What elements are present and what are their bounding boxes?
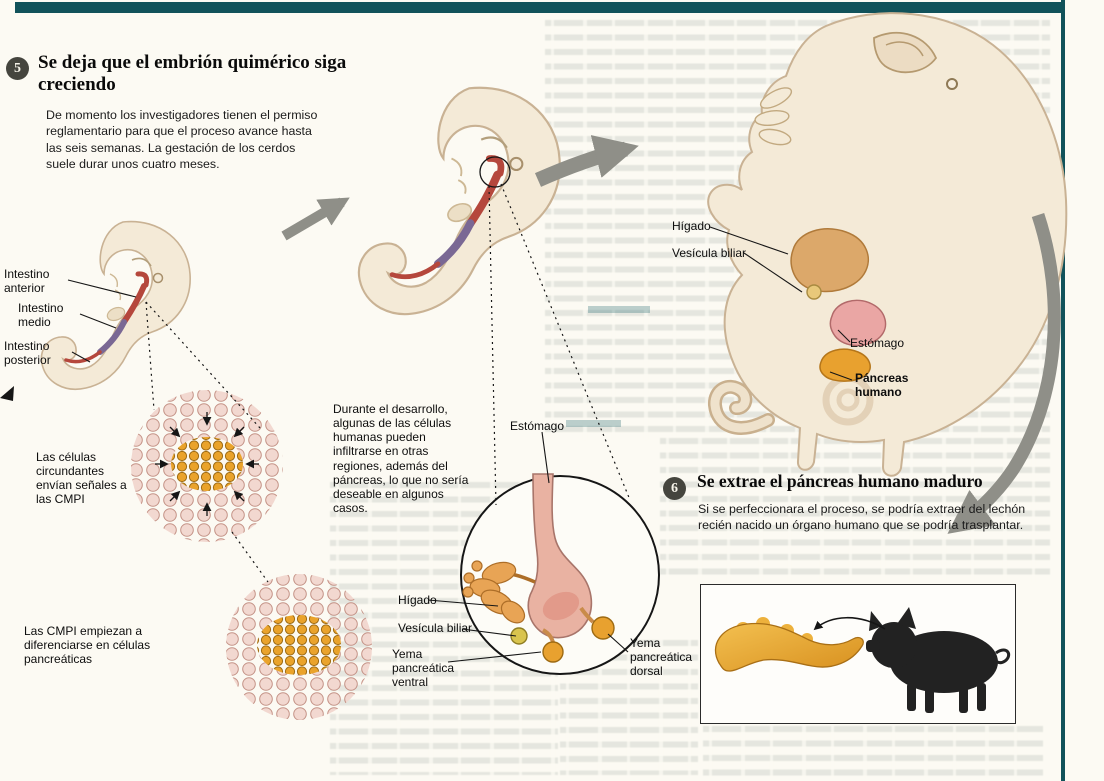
cell-circle-differentiation: [226, 574, 372, 720]
big-embryo-liver: [790, 228, 869, 293]
label-pancreas-humano: Páncreas humano: [855, 371, 909, 400]
page-edge-arrow: [0, 386, 14, 401]
pig-silhouette: [866, 607, 1011, 713]
big-embryo-ear: [873, 32, 938, 74]
caption-cmpi-diferenciacion: Las CMPI empiezan a diferenciarse en cél…: [24, 624, 151, 667]
big-embryo-tail: [710, 382, 773, 433]
mature-pancreas: [714, 617, 864, 672]
note-infiltracion: Durante el desarrollo, algunas de las cé…: [333, 402, 469, 516]
inset-dorsal-stalk: [579, 606, 595, 624]
label-inset-estomago: Estómago: [510, 419, 565, 433]
label-big-higado: Hígado: [672, 219, 711, 233]
step6-body: Si se perfeccionara el proceso, se podrí…: [698, 502, 1026, 533]
big-embryo-gallbladder: [806, 284, 822, 300]
step5-number-badge: 5: [6, 57, 29, 80]
step5-title: Se deja que el embrión quimérico siga cr…: [38, 52, 347, 96]
pancreas-extraction-box: [700, 584, 1016, 724]
label-big-vesicula: Vesícula biliar: [672, 246, 747, 260]
caption-celulas-circundantes: Las células circundantes envían señales …: [36, 450, 127, 507]
big-embryo-body: [707, 12, 1068, 477]
right-rule-bar: [1061, 0, 1065, 781]
step6-number-badge: 6: [663, 477, 686, 500]
top-rule-bar: [15, 2, 1061, 13]
big-embryo-toes: [754, 87, 793, 146]
organ-inset-circle: [460, 473, 660, 675]
middle-embryo-illustration: [330, 80, 600, 337]
pancreas-pig-illustration: [714, 607, 1011, 713]
extraction-arrow: [813, 617, 886, 631]
cmpi-cluster: [171, 437, 243, 491]
label-inset-vesicula: Vesícula biliar: [398, 621, 473, 635]
ghost-text-block: [703, 726, 1043, 776]
inset-ventral-bud: [542, 641, 564, 663]
label-inset-higado: Hígado: [398, 593, 437, 607]
label-intestino-anterior: Intestino anterior: [4, 267, 50, 296]
label-big-estomago: Estómago: [850, 336, 905, 350]
big-embryo-eye: [946, 78, 958, 90]
label-yema-ventral: Yema pancreática ventral: [392, 647, 455, 690]
cell-circle-signals: [131, 390, 283, 542]
label-intestino-medio: Intestino medio: [18, 301, 64, 330]
inset-dorsal-bud: [591, 616, 615, 640]
inset-ventral-stalk: [542, 628, 555, 643]
inset-liver: [462, 560, 536, 624]
step6-title: Se extrae el páncreas humano maduro: [697, 471, 983, 491]
pancreatic-cells-cluster: [257, 615, 341, 675]
label-intestino-posterior: Intestino posterior: [4, 339, 51, 368]
inset-gallbladder: [510, 627, 528, 645]
big-embryo-ear-fold: [885, 41, 924, 57]
step5-body: De momento los investigadores tienen el …: [46, 108, 318, 172]
label-yema-dorsal: Yema pancreática dorsal: [630, 636, 693, 679]
inset-stomach-shading: [542, 591, 580, 621]
